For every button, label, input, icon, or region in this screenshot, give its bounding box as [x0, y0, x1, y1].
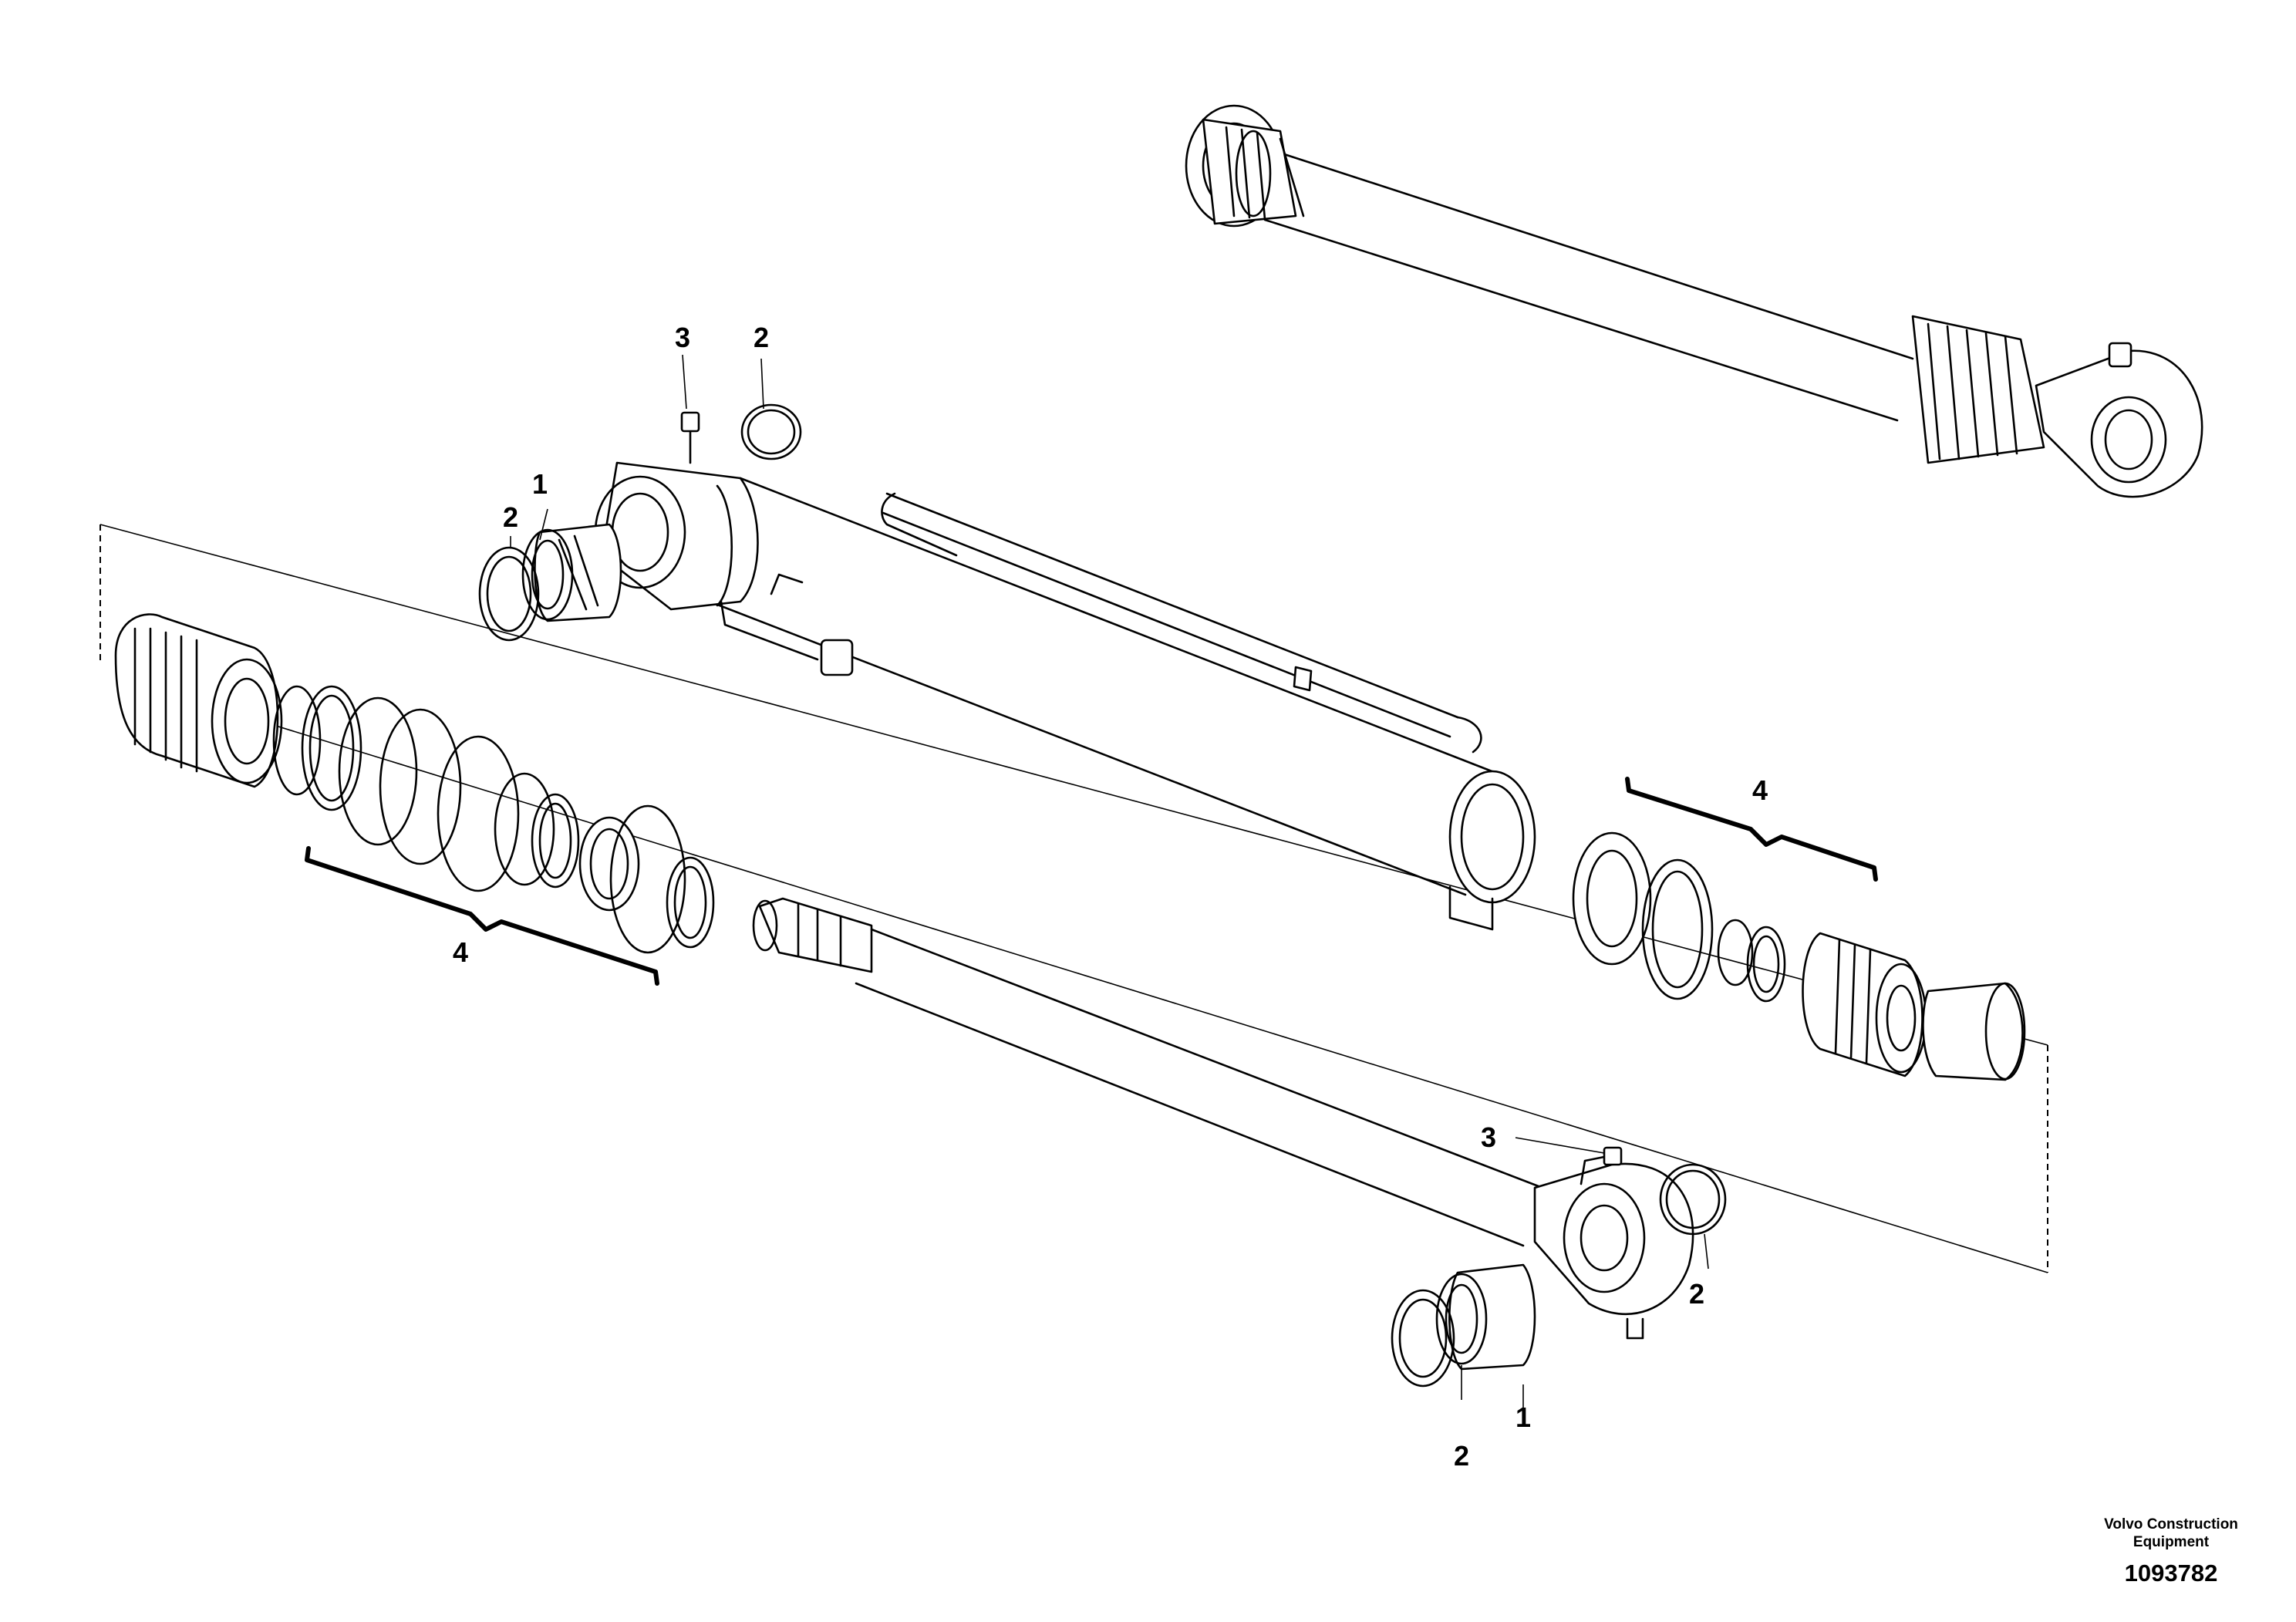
callout-3-upper: 3 — [675, 322, 690, 353]
callout-1-upper: 1 — [532, 468, 548, 500]
cylinder-tube — [594, 411, 1536, 931]
callout-3-lower: 3 — [1481, 1121, 1496, 1153]
brace-right — [1625, 777, 1878, 882]
callout-2-lower-right: 2 — [1689, 1278, 1704, 1310]
assembled-cylinder-view — [1185, 104, 2203, 498]
leader-lines — [510, 354, 1709, 1415]
piston-and-seals — [1572, 831, 2026, 1081]
piston-rod — [752, 897, 1694, 1340]
assembly-guide-lines — [99, 524, 2048, 1273]
drawing-number: 1093782 — [2125, 1560, 2218, 1587]
callout-4-right: 4 — [1752, 774, 1768, 806]
callout-2-lower-left: 2 — [1454, 1440, 1469, 1472]
brand-line-1: Volvo Construction — [2104, 1516, 2238, 1533]
brace-left — [305, 846, 659, 986]
bushing-lower — [1391, 1163, 1727, 1388]
callout-1-lower: 1 — [1515, 1401, 1531, 1433]
gland-and-seals — [114, 613, 715, 954]
callout-2-upper-left: 2 — [503, 501, 518, 533]
bushing-upper — [478, 403, 802, 642]
callout-2-upper-right: 2 — [754, 322, 769, 353]
callout-4-left: 4 — [453, 936, 468, 968]
brand-line-2: Equipment — [2133, 1534, 2210, 1550]
